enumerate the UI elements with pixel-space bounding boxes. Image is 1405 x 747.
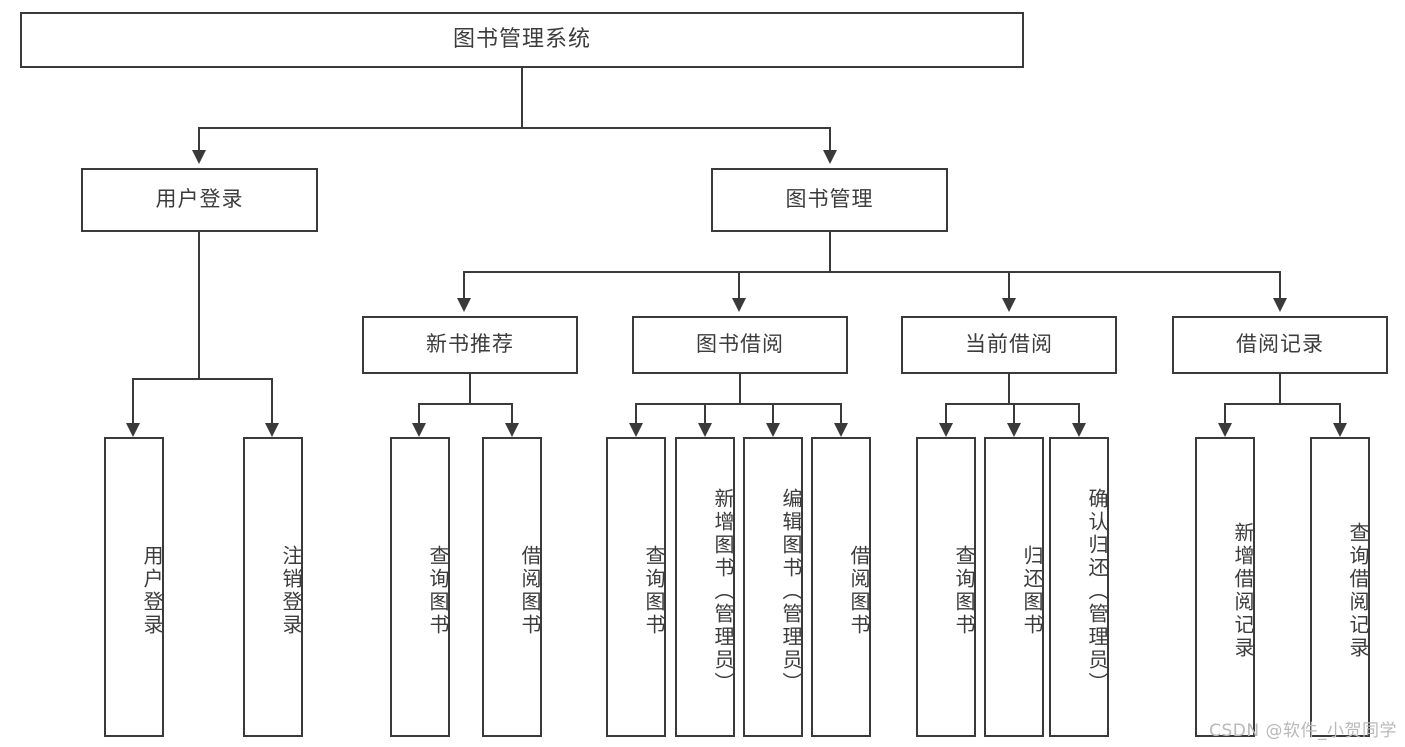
- connector-nb-to-leaf-2: [511, 403, 513, 423]
- csdn-watermark: CSDN @软件_小贺同学: [1209, 721, 1397, 741]
- node-label: 图书借阅: [696, 332, 784, 357]
- connector-br-to-leaf-2: [1339, 403, 1341, 423]
- connector-cb-to-leaf-3: [1078, 403, 1080, 423]
- connector-book-management-stem: [829, 232, 831, 272]
- leaf-query-borrow-record[interactable]: 查询借阅记录: [1310, 437, 1370, 737]
- leaf-add-borrow-record[interactable]: 新增借阅记录: [1195, 437, 1255, 737]
- node-label: 查询图书: [426, 545, 450, 637]
- arrowhead-br-to-leaf-2: [1333, 423, 1347, 437]
- connector-bm-to-book-borrow: [738, 271, 740, 298]
- connector-bb-to-leaf-2: [704, 403, 706, 423]
- arrowhead-bm-to-new-book: [457, 298, 471, 312]
- connector-book-borrow-stem: [739, 374, 741, 404]
- node-label: 用户登录: [155, 187, 244, 212]
- node-label: 查询图书: [642, 545, 666, 637]
- node-label: 确认归还（管理员）: [1085, 487, 1109, 695]
- arrowhead-nb-to-leaf-2: [505, 423, 519, 437]
- connector-bb-to-leaf-1: [635, 403, 637, 423]
- node-new-book-recommend[interactable]: 新书推荐: [362, 316, 578, 374]
- node-current-borrow[interactable]: 当前借阅: [901, 316, 1117, 374]
- connector-nb-to-leaf-1: [418, 403, 420, 423]
- connector-bm-to-borrow-record: [1279, 271, 1281, 298]
- connector-user-login-to-leaf-2: [271, 378, 273, 423]
- arrowhead-bb-to-leaf-2: [698, 423, 712, 437]
- connector-root-stem: [521, 68, 523, 128]
- node-label: 用户登录: [140, 545, 164, 637]
- connector-cb-to-leaf-2: [1013, 403, 1015, 423]
- node-label: 当前借阅: [965, 332, 1053, 357]
- arrowhead-cb-to-leaf-1: [939, 423, 953, 437]
- node-borrow-record[interactable]: 借阅记录: [1172, 316, 1388, 374]
- arrowhead-br-to-leaf-1: [1218, 423, 1232, 437]
- node-label: 新增借阅记录: [1231, 522, 1255, 660]
- connector-user-login-bus: [132, 378, 271, 380]
- leaf-add-book-admin[interactable]: 新增图书（管理员）: [675, 437, 735, 737]
- connector-current-borrow-stem: [1008, 374, 1010, 404]
- node-label: 新增图书（管理员）: [711, 487, 735, 695]
- node-root-book-management-system[interactable]: 图书管理系统: [20, 12, 1024, 68]
- connector-cb-to-leaf-1: [945, 403, 947, 423]
- node-book-management[interactable]: 图书管理: [711, 168, 948, 232]
- node-label: 归还图书: [1020, 545, 1044, 637]
- arrowhead-bm-to-current-borrow: [1002, 298, 1016, 312]
- leaf-query-book-new[interactable]: 查询图书: [390, 437, 450, 737]
- node-user-login[interactable]: 用户登录: [81, 168, 318, 232]
- connector-bb-to-leaf-4: [840, 403, 842, 423]
- connector-new-book-bus: [418, 403, 513, 405]
- connector-current-borrow-bus: [945, 403, 1079, 405]
- connector-root-bus: [198, 127, 830, 129]
- arrowhead-bm-to-borrow-record: [1273, 298, 1287, 312]
- leaf-borrow-book-new[interactable]: 借阅图书: [482, 437, 542, 737]
- connector-root-to-user-login: [198, 127, 200, 150]
- node-label: 图书管理: [785, 187, 874, 212]
- node-label: 新书推荐: [426, 332, 514, 357]
- arrowhead-bb-to-leaf-1: [629, 423, 643, 437]
- connector-bm-to-new-book: [463, 271, 465, 298]
- connector-user-login-stem: [198, 232, 200, 379]
- connector-user-login-to-leaf-1: [132, 378, 134, 423]
- connector-bm-to-current-borrow: [1008, 271, 1010, 298]
- arrowhead-root-to-user-login: [192, 150, 206, 164]
- arrowhead-bb-to-leaf-4: [834, 423, 848, 437]
- connector-book-management-bus: [463, 271, 1280, 273]
- leaf-edit-book-admin[interactable]: 编辑图书（管理员）: [743, 437, 803, 737]
- leaf-query-book-borrow[interactable]: 查询图书: [606, 437, 666, 737]
- node-label: 查询图书: [952, 545, 976, 637]
- leaf-confirm-return-admin[interactable]: 确认归还（管理员）: [1049, 437, 1109, 737]
- node-label: 注销登录: [279, 545, 303, 637]
- connector-br-to-leaf-1: [1224, 403, 1226, 423]
- arrowhead-bm-to-book-borrow: [732, 298, 746, 312]
- leaf-query-book-current[interactable]: 查询图书: [916, 437, 976, 737]
- connector-borrow-record-stem: [1279, 374, 1281, 404]
- connector-bb-to-leaf-3: [772, 403, 774, 423]
- arrowhead-user-login-to-leaf-2: [265, 423, 279, 437]
- arrowhead-nb-to-leaf-1: [412, 423, 426, 437]
- arrowhead-root-to-book-management: [823, 150, 837, 164]
- arrowhead-cb-to-leaf-3: [1072, 423, 1086, 437]
- arrowhead-cb-to-leaf-2: [1007, 423, 1021, 437]
- connector-new-book-stem: [469, 374, 471, 404]
- connector-borrow-record-bus: [1224, 403, 1341, 405]
- connector-book-borrow-bus: [635, 403, 841, 405]
- connector-root-to-book-management: [829, 127, 831, 150]
- node-book-borrow[interactable]: 图书借阅: [632, 316, 848, 374]
- node-label: 借阅图书: [518, 545, 542, 637]
- leaf-return-book[interactable]: 归还图书: [984, 437, 1044, 737]
- leaf-user-login[interactable]: 用户登录: [104, 437, 164, 737]
- arrowhead-user-login-to-leaf-1: [126, 423, 140, 437]
- node-label: 借阅记录: [1236, 332, 1324, 357]
- leaf-logout[interactable]: 注销登录: [243, 437, 303, 737]
- node-label: 图书管理系统: [452, 26, 591, 52]
- node-label: 借阅图书: [847, 545, 871, 637]
- arrowhead-bb-to-leaf-3: [766, 423, 780, 437]
- node-label: 查询借阅记录: [1346, 522, 1370, 660]
- leaf-borrow-book[interactable]: 借阅图书: [811, 437, 871, 737]
- node-label: 编辑图书（管理员）: [779, 487, 803, 695]
